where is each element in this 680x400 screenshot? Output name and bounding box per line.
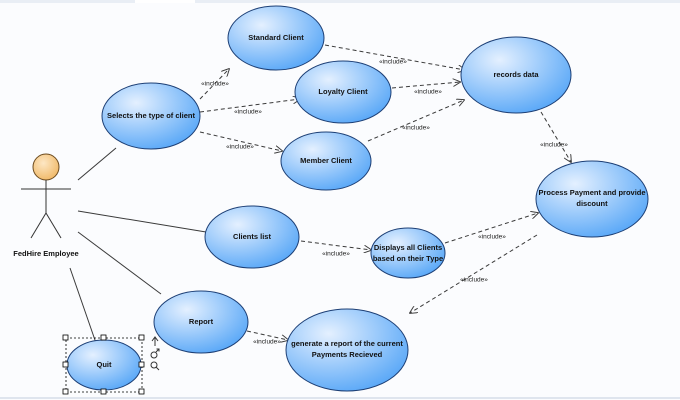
arrow-icon[interactable]: [151, 336, 159, 346]
resize-handle[interactable]: [62, 388, 69, 395]
include-process-generate[interactable]: [410, 234, 538, 313]
use-case-label: Clients list: [233, 232, 271, 241]
resize-handle[interactable]: [100, 334, 107, 341]
use-case-label: records data: [493, 70, 539, 79]
include-selects-loyalty[interactable]: [199, 99, 300, 113]
use-case-label: Report: [189, 317, 214, 326]
include-displays-process[interactable]: [444, 213, 538, 244]
actor-label: FedHire Employee: [13, 249, 78, 258]
stereotype-label: «include»: [402, 125, 430, 132]
quit-selection-handles[interactable]: [62, 334, 145, 395]
use-case-generate-report[interactable]: generate a report of the current Payment…: [285, 308, 409, 392]
stereotype-label: «include»: [379, 59, 407, 66]
actor-associations: [69, 147, 207, 344]
assoc-actor-clients-list[interactable]: [77, 210, 207, 233]
use-case-process-payment[interactable]: Process Payment and provide discount: [535, 160, 649, 238]
resize-handle[interactable]: [138, 388, 145, 395]
top-border: [0, 0, 680, 3]
include-records-process[interactable]: [540, 111, 571, 162]
use-case-label: Payments Recieved: [312, 350, 383, 359]
use-case-label: Displays all Clients: [374, 243, 442, 252]
stereotype-label: «include»: [460, 277, 488, 284]
resize-handle[interactable]: [62, 361, 69, 368]
resize-handle[interactable]: [138, 334, 145, 341]
use-case-standard-client[interactable]: Standard Client: [227, 5, 325, 71]
include-standard-records[interactable]: [324, 44, 465, 70]
stereotype-label: «include»: [322, 251, 350, 258]
actor-leg-right: [45, 212, 62, 239]
use-case-selects-type-of-client[interactable]: Selects the type of client: [101, 82, 201, 150]
stereotype-label: «include»: [234, 109, 262, 116]
assoc-actor-report[interactable]: [77, 231, 162, 295]
stereotype-label: «include»: [253, 339, 281, 346]
use-case-records-data[interactable]: records data: [460, 36, 572, 114]
include-edges: [199, 44, 571, 340]
use-case-label: Standard Client: [248, 33, 304, 42]
use-case-label: Loyalty Client: [318, 87, 368, 96]
resize-handle[interactable]: [62, 334, 69, 341]
use-case-clients-list[interactable]: Clients list: [204, 205, 300, 269]
assoc-actor-quit[interactable]: [69, 267, 97, 344]
stereotype-label: «include»: [540, 142, 568, 149]
include-member-records[interactable]: [367, 100, 464, 142]
stereotype-label: «include»: [226, 144, 254, 151]
include-selects-member[interactable]: [199, 131, 282, 151]
include-list-displays[interactable]: [300, 240, 371, 250]
assoc-actor-selects-type[interactable]: [77, 147, 117, 181]
use-case-loyalty-client[interactable]: Loyalty Client: [294, 60, 392, 124]
use-case-report[interactable]: Report: [153, 290, 249, 354]
include-loyalty-records[interactable]: [391, 82, 460, 89]
use-case-label: based on their Type: [373, 254, 443, 263]
stereotype-label: «include»: [478, 234, 506, 241]
use-case-label: Process Payment and provide: [538, 188, 645, 197]
use-case-label: Quit: [97, 360, 112, 369]
use-case-label: discount: [576, 199, 608, 208]
use-case-label: Member Client: [300, 156, 352, 165]
quick-link-tools: [150, 336, 160, 371]
search-icon[interactable]: [150, 361, 160, 371]
resize-handle[interactable]: [138, 361, 145, 368]
use-case-displays-all-clients[interactable]: Displays all Clients based on their Type: [370, 227, 446, 279]
actor-head: [32, 153, 60, 181]
actor-fedhire-employee[interactable]: FedHire Employee: [13, 153, 79, 258]
top-tab-gap: [135, 0, 195, 3]
include-stereotype-labels: «include» «include» «include» «include» …: [201, 59, 568, 346]
actor-leg-left: [30, 212, 47, 239]
stereotype-label: «include»: [201, 81, 229, 88]
stereotype-label: «include»: [414, 89, 442, 96]
link-icon[interactable]: [150, 348, 160, 359]
use-case-member-client[interactable]: Member Client: [280, 131, 372, 191]
use-case-quit[interactable]: Quit: [66, 339, 142, 391]
resize-handle[interactable]: [100, 388, 107, 395]
use-case-label: Selects the type of client: [107, 111, 195, 120]
use-case-label: generate a report of the current: [291, 339, 403, 348]
